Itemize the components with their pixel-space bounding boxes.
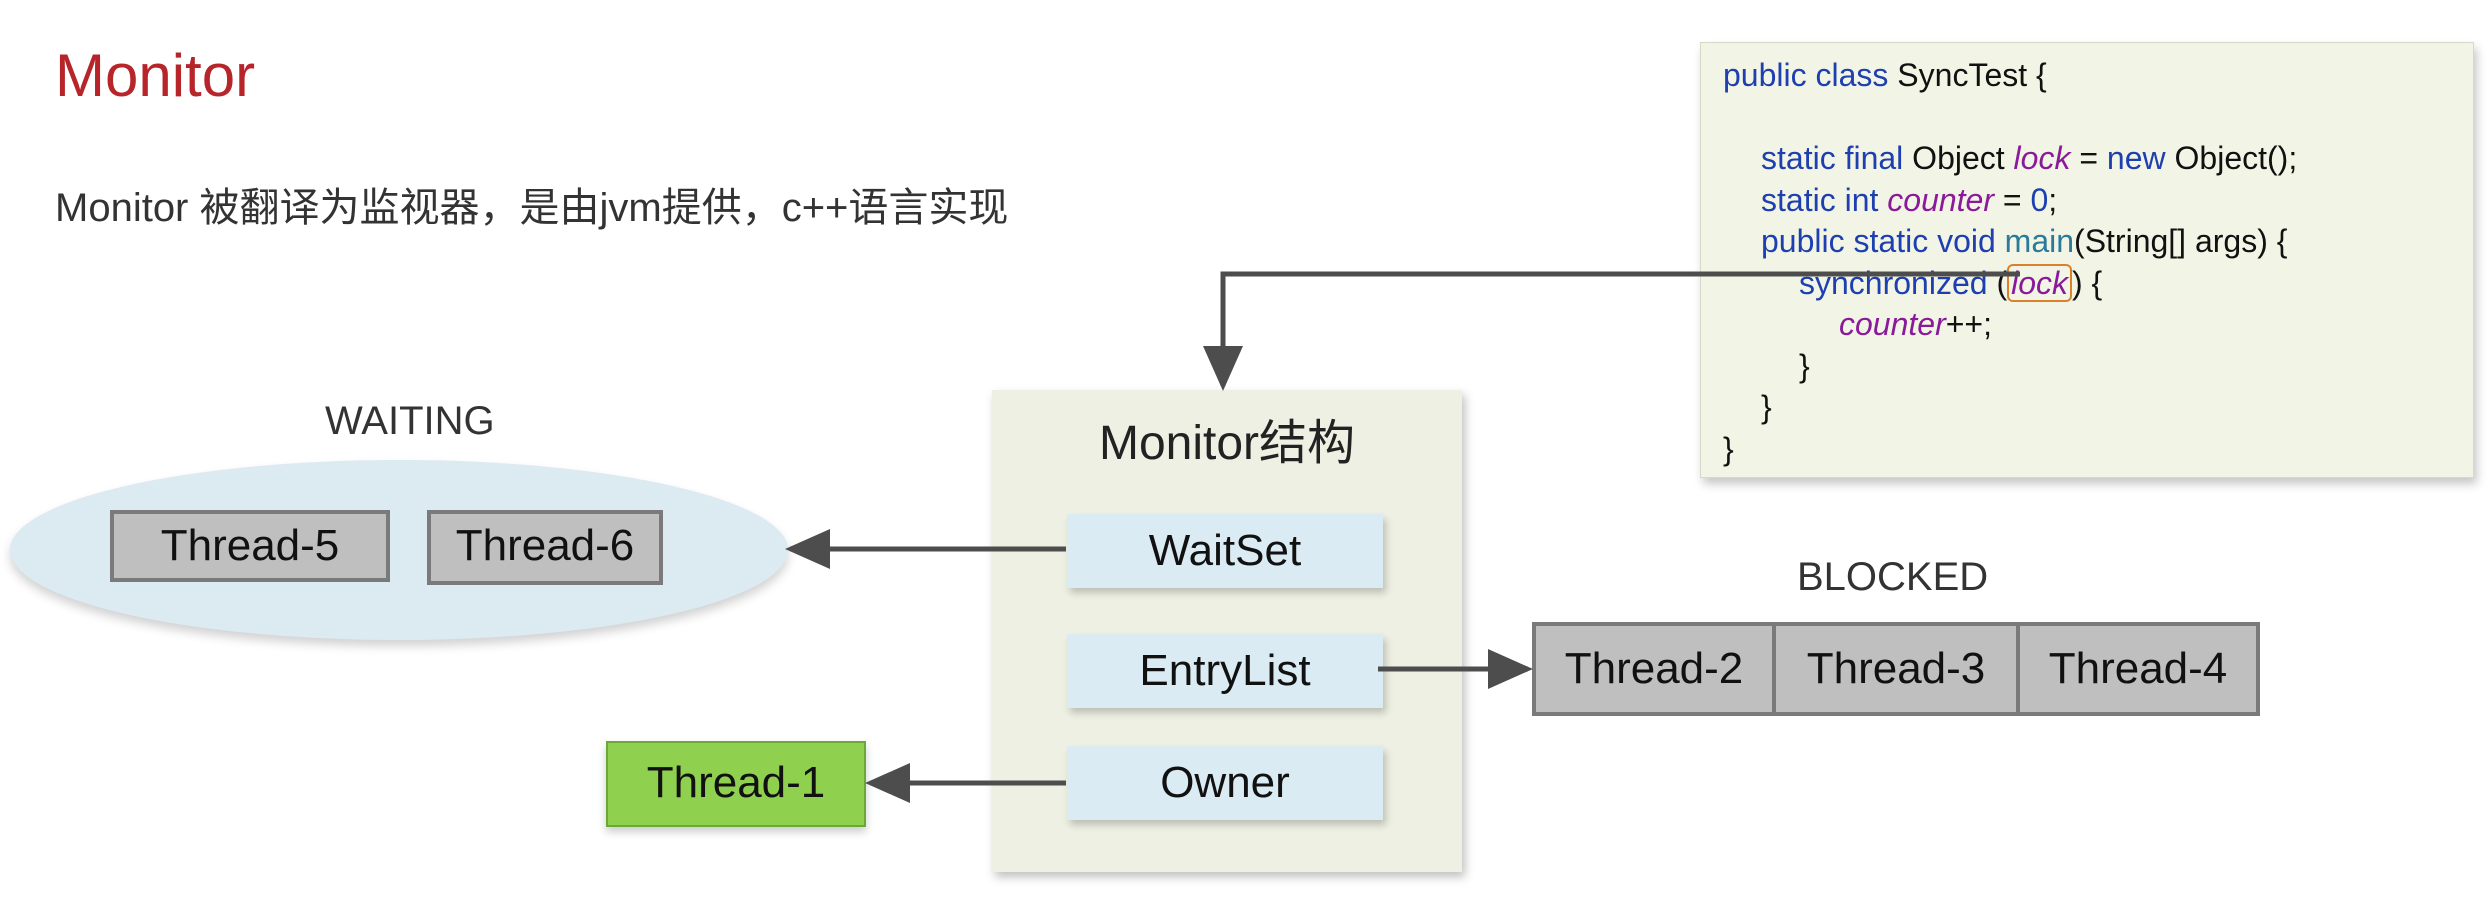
code-line-10: } [1723,429,2473,471]
page-title: Monitor [55,42,256,109]
code-line-7: counter++; [1723,304,2473,346]
code-token: public static void [1761,223,1996,259]
code-token: static final [1761,140,1904,176]
code-line-5: public static void main(String[] args) { [1723,221,2473,263]
thread-5-box: Thread-5 [110,510,390,582]
code-token: synchronized [1799,264,1988,301]
thread-1-box: Thread-1 [606,741,866,827]
code-token: SyncTest { [1888,57,2047,93]
code-line-4: static int counter = 0; [1723,180,2473,222]
monitor-structure: Monitor结构 WaitSet EntryList Owner [992,390,1462,872]
code-line-9: } [1723,387,2473,429]
code-token: 0 [2030,181,2049,218]
page-subtitle: Monitor 被翻译为监视器，是由jvm提供，c++语言实现 [55,186,1009,230]
thread-3-box: Thread-3 [1772,622,2020,716]
code-token: = [1994,181,2031,218]
entrylist-slot: EntryList [1067,634,1383,708]
code-panel: public class SyncTest { static final Obj… [1700,42,2474,478]
code-token: Object [1903,140,2014,176]
code-line-1: public class SyncTest { [1723,55,2473,97]
code-token: Object(); [2165,140,2298,176]
code-token: lock [2013,140,2071,176]
monitor-title: Monitor结构 [1098,417,1356,470]
code-token: ++; [1945,306,1992,342]
code-token: main [2004,223,2075,259]
code-token: ( [1987,264,2008,301]
code-token: = [2070,140,2107,176]
waiting-label: WAITING [325,399,495,443]
code-token: } [1723,430,1734,467]
waitset-slot: WaitSet [1067,514,1383,588]
code-token: static int [1761,181,1879,218]
code-line-6: synchronized (lock) { [1723,263,2473,305]
code-token: } [1799,347,1810,384]
code-line-3: static final Object lock = new Object(); [1723,138,2473,180]
code-token: ) { [2072,264,2103,301]
code-token: counter [1839,306,1946,342]
code-token: public class [1723,57,1889,93]
thread-6-box: Thread-6 [427,510,663,585]
code-token: new [2106,140,2166,176]
thread-4-box: Thread-4 [2016,622,2260,716]
blocked-label: BLOCKED [1797,555,1989,599]
code-token: ; [2048,181,2058,218]
arrow-lock-to-monitor [1203,271,2020,391]
code-token: } [1761,389,1772,425]
code-token: counter [1887,181,1994,218]
owner-slot: Owner [1067,746,1383,820]
code-token: (String[] args) { [2074,223,2288,259]
code-line-8: } [1723,346,2473,388]
thread-2-box: Thread-2 [1532,622,1776,716]
lock-highlight: lock [2007,263,2072,302]
